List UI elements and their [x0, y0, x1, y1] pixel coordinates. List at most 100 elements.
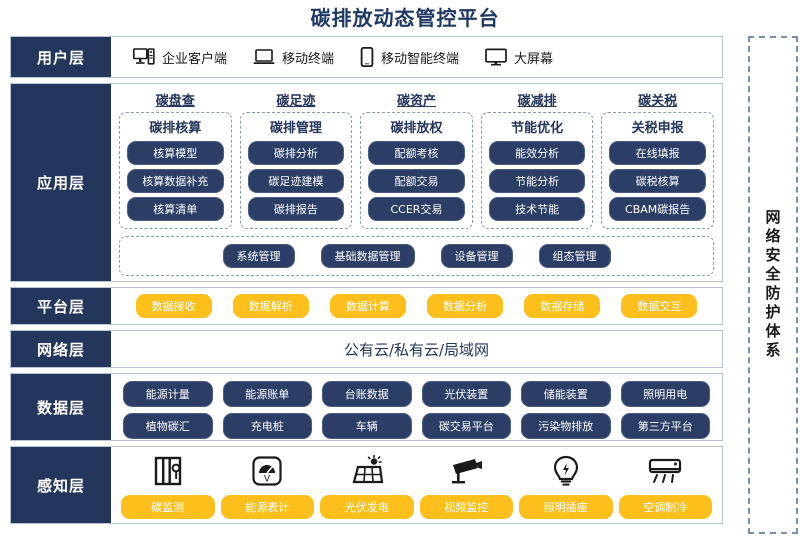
security-system-label: 网络安全防护体系	[763, 209, 782, 361]
monitor-icon	[485, 48, 507, 66]
data-pill[interactable]: 植物碳汇	[123, 413, 213, 439]
layer-sense: 感知层 碳监测	[10, 446, 723, 524]
data-pill[interactable]: 第三方平台	[620, 413, 710, 439]
user-item-label: 移动智能终端	[381, 51, 460, 67]
data-pill[interactable]: 台账数据	[322, 381, 412, 407]
user-item-label: 移动终端	[282, 51, 335, 67]
layer-application-label: 应用层	[11, 84, 111, 281]
layer-platform-body: 数据接收 数据解析 数据计算 数据分析 数据存储 数据交互	[111, 288, 722, 324]
app-feature-pill[interactable]: 节能分析	[488, 169, 586, 193]
data-pill[interactable]: 照明用电	[620, 381, 710, 407]
layer-user-body: 企业客户端 移动终端	[111, 37, 722, 77]
app-group-subtitle: 碳排管理	[269, 121, 322, 136]
app-group-subtitle: 碳排放权	[390, 121, 443, 136]
svg-text:V: V	[264, 475, 271, 485]
app-group-box: 碳排管理 碳排分析 碳足迹建模 碳排报告	[239, 112, 353, 229]
app-group-carbon-inventory: 碳盘查 碳排核算 核算模型 核算数据补充 核算清单	[119, 88, 232, 229]
app-feature-pill[interactable]: CBAM碳报告	[609, 197, 706, 221]
data-pill[interactable]: 车辆	[322, 413, 412, 439]
smartphone-icon	[360, 46, 374, 68]
layer-platform-label: 平台层	[11, 288, 111, 324]
sense-item-label: 光伏发电	[320, 495, 414, 519]
sense-item-label: 能源表计	[220, 495, 314, 519]
layer-sense-body: 碳监测 V 能源表计	[111, 447, 722, 523]
data-pill[interactable]: 充电桩	[222, 413, 312, 439]
user-item-label: 企业客户端	[162, 51, 228, 67]
management-pill[interactable]: 基础数据管理	[320, 244, 415, 268]
user-item-mobile-terminal[interactable]: 移动终端	[253, 48, 334, 67]
app-group-carbon-reduction: 碳减排 节能优化 能效分析 节能分析 技术节能	[480, 88, 594, 229]
user-item-smart-mobile-terminal[interactable]: 移动智能终端	[360, 46, 460, 68]
desktop-pc-icon	[133, 48, 155, 66]
platform-pill[interactable]: 数据分析	[427, 294, 504, 318]
data-row: 能源计量 能源账单 台账数据 光伏装置 储能装置 照明用电	[123, 381, 710, 407]
data-pill[interactable]: 能源账单	[222, 381, 312, 407]
platform-pill[interactable]: 数据交互	[621, 294, 698, 318]
app-group-box: 碳排核算 核算模型 核算数据补充 核算清单	[119, 112, 232, 229]
app-feature-pill[interactable]: 碳排报告	[247, 197, 345, 221]
app-group-subtitle: 节能优化	[511, 121, 564, 136]
sense-item-solar-power[interactable]: 光伏发电	[320, 452, 414, 519]
light-bulb-icon	[553, 452, 579, 490]
layer-network: 网络层 公有云/私有云/局域网	[10, 330, 723, 368]
app-feature-pill[interactable]: 在线填报	[609, 141, 706, 165]
app-feature-pill[interactable]: 碳税核算	[609, 169, 706, 193]
layer-platform: 平台层 数据接收 数据解析 数据计算 数据分析 数据存储 数据交互	[10, 287, 723, 325]
sense-item-carbon-monitor[interactable]: 碳监测	[121, 452, 215, 519]
page-title: 碳排放动态管控平台	[310, 6, 500, 30]
app-feature-pill[interactable]: 核算清单	[127, 197, 224, 221]
user-item-large-screen[interactable]: 大屏幕	[485, 48, 553, 67]
data-pill[interactable]: 污染物排放	[521, 413, 611, 439]
app-feature-pill[interactable]: 技术节能	[488, 197, 586, 221]
security-system-panel: 网络安全防护体系	[748, 36, 798, 534]
platform-pill[interactable]: 数据存储	[524, 294, 601, 318]
layer-application: 应用层 碳盘查 碳排核算 核算模型 核算数据补充 核算清单 碳足迹	[10, 83, 723, 282]
data-pill[interactable]: 储能装置	[521, 381, 611, 407]
sense-item-energy-meter[interactable]: V 能源表计	[220, 452, 314, 519]
solar-panel-icon	[350, 452, 384, 490]
layer-user: 用户层	[10, 36, 723, 78]
cctv-camera-icon	[449, 452, 483, 490]
app-group-carbon-asset: 碳资产 碳排放权 配额考核 配额交易 CCER交易	[360, 88, 473, 229]
app-feature-pill[interactable]: 配额考核	[368, 141, 465, 165]
app-group-subtitle: 碳排核算	[149, 121, 202, 136]
app-group-box: 关税申报 在线填报 碳税核算 CBAM碳报告	[601, 112, 714, 229]
laptop-icon	[253, 48, 275, 66]
management-pill[interactable]: 设备管理	[440, 244, 513, 268]
sense-item-video-surveillance[interactable]: 视频监控	[419, 452, 513, 519]
sense-row: 碳监测 V 能源表计	[121, 452, 712, 519]
data-pill[interactable]: 光伏装置	[421, 381, 511, 407]
app-group-carbon-footprint: 碳足迹 碳排管理 碳排分析 碳足迹建模 碳排报告	[239, 88, 353, 229]
layer-data: 数据层 能源计量 能源账单 台账数据 光伏装置 储能装置 照明用电 植物碳汇 充…	[10, 373, 723, 441]
app-feature-pill[interactable]: 核算模型	[127, 141, 224, 165]
sense-item-air-conditioning[interactable]: 空调制冷	[618, 452, 712, 519]
management-pill[interactable]: 系统管理	[222, 244, 295, 268]
layer-network-body: 公有云/私有云/局域网	[111, 331, 722, 367]
app-feature-pill[interactable]: 核算数据补充	[127, 169, 224, 193]
app-group-title: 碳减排	[517, 94, 557, 109]
app-group-title: 碳资产	[396, 94, 436, 109]
application-management-box: 系统管理 基础数据管理 设备管理 组态管理	[119, 236, 714, 276]
app-feature-pill[interactable]: 碳足迹建模	[247, 169, 345, 193]
app-feature-pill[interactable]: CCER交易	[368, 197, 465, 221]
data-pill[interactable]: 能源计量	[123, 381, 213, 407]
sense-item-label: 照明插座	[519, 495, 613, 519]
app-group-box: 节能优化 能效分析 节能分析 技术节能	[480, 112, 594, 229]
data-row: 植物碳汇 充电桩 车辆 碳交易平台 污染物排放 第三方平台	[123, 413, 710, 439]
app-group-title: 碳关税	[638, 94, 678, 109]
app-feature-pill[interactable]: 碳排分析	[247, 141, 345, 165]
app-feature-pill[interactable]: 能效分析	[488, 141, 586, 165]
application-group-list: 碳盘查 碳排核算 核算模型 核算数据补充 核算清单 碳足迹 碳排管理 碳排分析	[119, 88, 714, 229]
management-pill[interactable]: 组态管理	[538, 244, 611, 268]
platform-pill[interactable]: 数据计算	[329, 294, 406, 318]
data-pill[interactable]: 碳交易平台	[421, 413, 511, 439]
platform-pill[interactable]: 数据接收	[135, 294, 212, 318]
layer-user-label: 用户层	[11, 37, 111, 77]
air-conditioner-icon	[647, 452, 683, 490]
user-item-enterprise-client[interactable]: 企业客户端	[133, 48, 227, 67]
app-feature-pill[interactable]: 配额交易	[368, 169, 465, 193]
sense-item-label: 视频监控	[419, 495, 513, 519]
sense-item-lighting-socket[interactable]: 照明插座	[519, 452, 613, 519]
platform-pill[interactable]: 数据解析	[232, 294, 309, 318]
